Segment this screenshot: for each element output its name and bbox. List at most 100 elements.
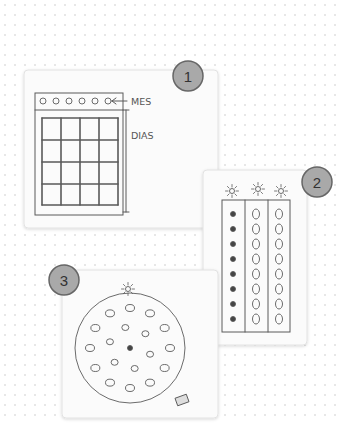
grid-line [42,139,118,141]
grid-line [42,183,118,185]
sun-ray [226,191,229,192]
dial-oval [106,310,115,317]
day-oval [276,224,283,234]
sun-ray [227,186,229,188]
callout-number: 1 [184,69,192,84]
day-oval [276,299,283,309]
sketch-card [62,270,218,418]
callout-circle: 3 [48,264,80,296]
day-oval [253,209,260,219]
leader-arrow [112,101,127,102]
column-line [245,200,246,332]
callout-circle: 2 [301,166,333,198]
day-oval [253,269,260,279]
sketch-card [203,170,307,345]
sun-ray [276,194,278,196]
callout-number: 3 [60,273,68,288]
day-dot [231,287,236,292]
day-dot [231,227,236,232]
sun-ray [253,192,255,194]
month-dot [40,98,46,104]
sun-ray [261,192,263,194]
sun-ray [236,191,239,192]
dial-oval [160,325,169,332]
day-oval [253,224,260,234]
calendar-frame [35,93,123,215]
sun-icon [256,187,261,192]
dial-oval [146,310,155,317]
day-oval [253,239,260,249]
grid-line [42,204,118,206]
day-dot [231,302,236,307]
sun-ray [258,193,259,196]
dimension-bracket [126,110,127,212]
dial-circle [75,293,185,403]
sun-ray [275,191,278,192]
sun-ray [128,283,129,286]
sun-ray [122,289,125,290]
sun-ray [131,284,133,286]
grid-line [42,161,118,163]
sun-ray [235,194,237,196]
sun-ray [258,183,259,186]
column-frame [222,200,290,332]
day-oval [276,284,283,294]
month-dot [105,98,111,104]
callout-number: 2 [313,175,321,190]
sun-ray [252,189,255,190]
sun-ray [284,194,286,196]
sun-ray [235,186,237,188]
sun-ray [276,186,278,188]
day-dot [231,317,236,322]
leader-arrow [112,98,116,101]
sun-icon [230,189,235,194]
dial-oval [166,345,175,352]
dial-oval [106,339,113,345]
dial-oval [111,359,118,365]
callout-circle: 1 [172,60,204,92]
sun-ray [281,195,282,198]
dial-oval [126,305,135,312]
day-oval [276,314,283,324]
sun-ray [285,191,288,192]
sun-ray [284,186,286,188]
dial-oval [160,365,169,372]
day-dot [231,272,236,277]
dial-oval [122,325,129,331]
sketch-card [24,70,218,228]
callout-outline [302,167,332,197]
sun-icon [126,287,131,292]
sun-ray [227,194,229,196]
sketch-note: MES [131,97,151,107]
sun-ray [253,184,255,186]
day-dot [231,242,236,247]
leader-arrow [112,101,116,104]
day-oval [276,254,283,264]
day-oval [253,284,260,294]
dial-oval [142,331,149,337]
sun-ray [232,195,233,198]
month-dot [53,98,59,104]
day-oval [276,269,283,279]
dial-center [128,346,133,351]
sun-ray [261,184,263,186]
dial-oval [86,345,95,352]
dial-oval [146,379,155,386]
sun-ray [132,289,135,290]
day-oval [253,299,260,309]
month-dot [66,98,72,104]
sun-ray [281,185,282,188]
day-dot [231,212,236,217]
card-icon [175,394,189,406]
dial-oval [106,379,115,386]
grid-line [42,117,118,119]
dial-oval [131,365,138,371]
calendar-line [35,110,123,111]
sun-ray [123,284,125,286]
day-dot [231,257,236,262]
dimension-bracket [123,212,129,213]
day-oval [253,254,260,264]
